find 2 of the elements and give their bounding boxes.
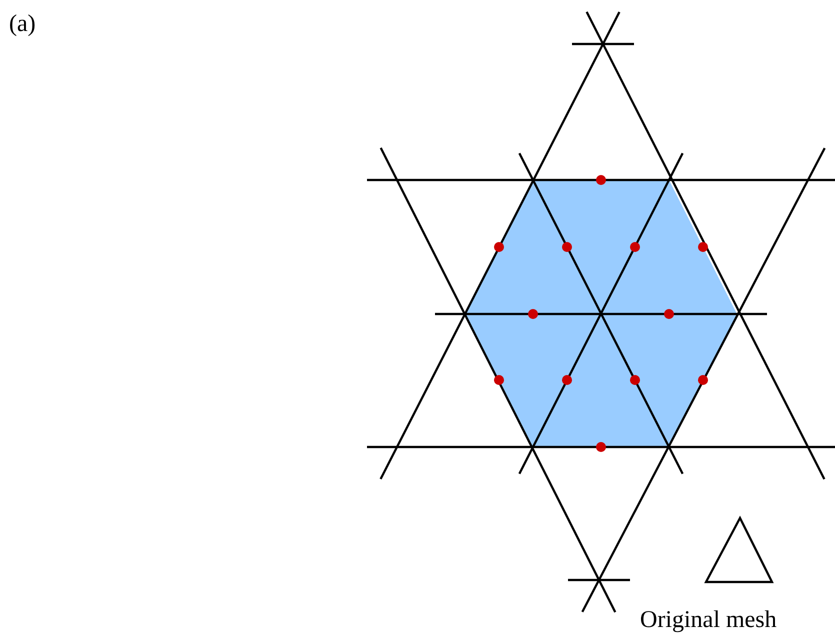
panel-label: (a) (9, 12, 36, 36)
legend-text: Original mesh (640, 608, 777, 632)
